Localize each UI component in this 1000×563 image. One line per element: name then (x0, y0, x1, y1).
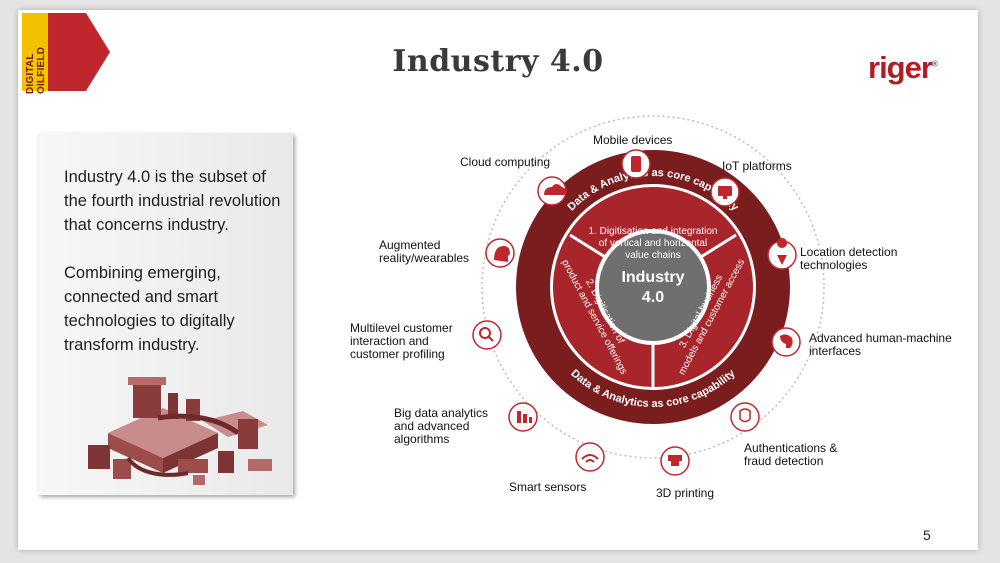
page-title: Industry 4.0 (392, 44, 604, 79)
label-big-data: Big data analytics and advanced algorith… (394, 406, 489, 446)
digital-oilfield-badge: DIGITAL OILFIELD (22, 13, 110, 94)
label-authentications: Authentications & fraud detection (744, 441, 838, 468)
segment-1-line-1: 1. Digitisation and integration (589, 226, 718, 237)
center-line-2: 4.0 (642, 289, 664, 306)
factory-illustration (88, 377, 272, 485)
label-augmented-reality: Augmented reality/wearables (379, 238, 470, 265)
magnifier-icon (472, 320, 502, 350)
label-smart-sensors: Smart sensors (509, 480, 587, 494)
riger-logo: riger® (868, 50, 938, 86)
label-location-detection: Location detection technologies (800, 245, 898, 272)
page-number: 5 (923, 527, 931, 543)
label-mobile-devices: Mobile devices (593, 133, 673, 147)
sensor-icon (575, 442, 605, 472)
card-paragraph-1: Industry 4.0 is the subset of the fourth… (64, 168, 281, 234)
info-card: Industry 4.0 is the subset of the fourth… (38, 133, 293, 495)
badge-ribbon-icon (22, 13, 110, 91)
segment-1-line-2: of vertical and horizontal (599, 238, 707, 249)
label-iot-platforms: IoT platforms (722, 159, 792, 173)
logo-registered-mark: ® (931, 59, 938, 69)
card-paragraph-2: Combining emerging, connected and smart … (64, 264, 235, 354)
label-3d-printing: 3D printing (656, 486, 715, 500)
label-cloud-computing: Cloud computing (460, 155, 551, 169)
slide: DIGITAL OILFIELD Industry 4.0 riger® Ind… (18, 10, 978, 550)
technology-icons (472, 149, 801, 476)
industry-diagram: Industry 4.0 Data & Analytics as core ca… (318, 110, 978, 530)
diagram-rings: Industry 4.0 Data & Analytics as core ca… (481, 115, 825, 459)
label-customer-interaction: Multilevel customer interaction and cust… (350, 321, 453, 361)
label-human-machine: Advanced human-machine interfaces (809, 331, 952, 358)
segment-1-line-3: value chains (625, 250, 681, 261)
fingerprint-icon (730, 402, 760, 432)
logo-text: riger (868, 50, 933, 85)
center-line-1: Industry (621, 269, 684, 286)
